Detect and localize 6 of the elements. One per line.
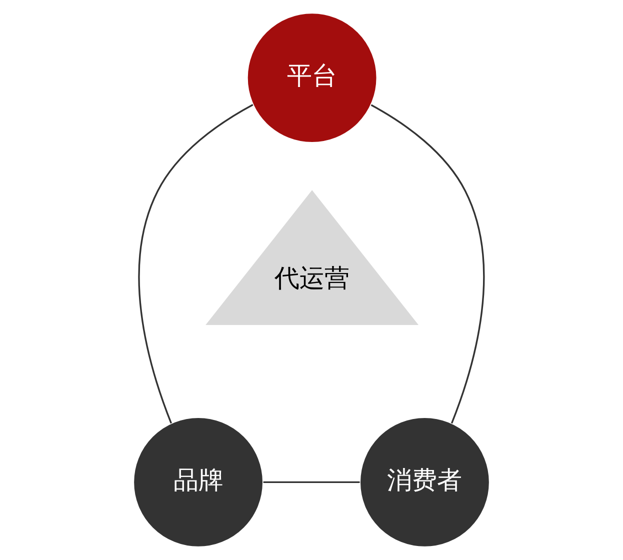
connector [370,104,485,424]
node-circle: 品牌 [132,416,264,548]
node-circle: 消费者 [359,416,490,548]
connector [263,481,360,484]
node-circle: 平台 [246,12,378,144]
connector [138,104,254,424]
